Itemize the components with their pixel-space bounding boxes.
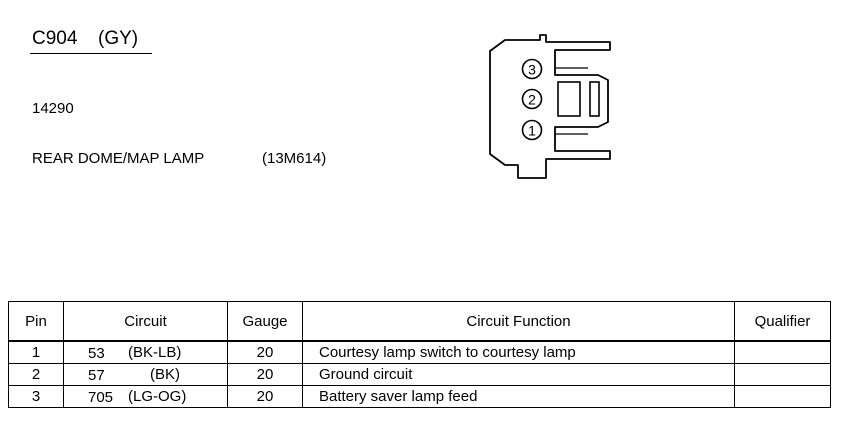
circuit-color: (LG-OG) <box>128 388 187 405</box>
row-circuit: 53 (BK-LB) <box>63 340 228 364</box>
connector-diagram: 3 2 1 <box>489 34 611 179</box>
pin-2-label: 2 <box>528 92 536 108</box>
circuit-number: 705 <box>88 389 114 406</box>
connector-color: (GY) <box>98 28 139 49</box>
row-circuit: 705 (LG-OG) <box>63 385 228 408</box>
connector-id: C904 <box>32 28 78 49</box>
pin-3-cavity <box>521 58 543 80</box>
table-row: 3 705 (LG-OG) 20 Battery saver lamp feed <box>8 385 831 408</box>
row-gauge: 20 <box>227 385 303 408</box>
pin-3-label: 3 <box>528 62 536 78</box>
circuit-color: (BK-LB) <box>128 344 182 361</box>
latch-tab <box>589 81 600 117</box>
row-function: Battery saver lamp feed <box>302 385 735 408</box>
part-number: 14290 <box>32 100 74 117</box>
table-row: 2 57 (BK) 20 Ground circuit <box>8 363 831 386</box>
title-underline <box>30 53 152 54</box>
row-function: Courtesy lamp switch to courtesy lamp <box>302 340 735 364</box>
pin-1-label: 1 <box>528 123 536 139</box>
header-function: Circuit Function <box>302 301 735 342</box>
circuit-color: (BK) <box>150 366 180 383</box>
row-gauge: 20 <box>227 363 303 386</box>
row-circuit: 57 (BK) <box>63 363 228 386</box>
pin-1-cavity <box>521 119 543 141</box>
header-circuit: Circuit <box>63 301 228 342</box>
row-pin: 3 <box>8 385 64 408</box>
component-code: (13M614) <box>262 150 327 167</box>
circuit-number: 53 <box>88 345 105 362</box>
circuit-number: 57 <box>88 367 105 384</box>
connector-housing <box>489 34 611 179</box>
header-pin: Pin <box>8 301 64 342</box>
pin-table: Pin Circuit Gauge Circuit Function Quali… <box>8 301 831 408</box>
row-pin: 1 <box>8 340 64 364</box>
row-gauge: 20 <box>227 340 303 364</box>
pin-2-cavity <box>521 88 543 110</box>
row-function: Ground circuit <box>302 363 735 386</box>
header-gauge: Gauge <box>227 301 303 342</box>
latch-line <box>555 67 588 135</box>
row-qualifier <box>734 340 831 364</box>
header-qualifier: Qualifier <box>734 301 831 342</box>
latch-slot <box>557 81 581 117</box>
component-name: REAR DOME/MAP LAMP <box>32 150 205 167</box>
table-row: 1 53 (BK-LB) 20 Courtesy lamp switch to … <box>8 340 831 364</box>
row-qualifier <box>734 363 831 386</box>
row-qualifier <box>734 385 831 408</box>
table-header-row: Pin Circuit Gauge Circuit Function Quali… <box>8 301 831 342</box>
row-pin: 2 <box>8 363 64 386</box>
